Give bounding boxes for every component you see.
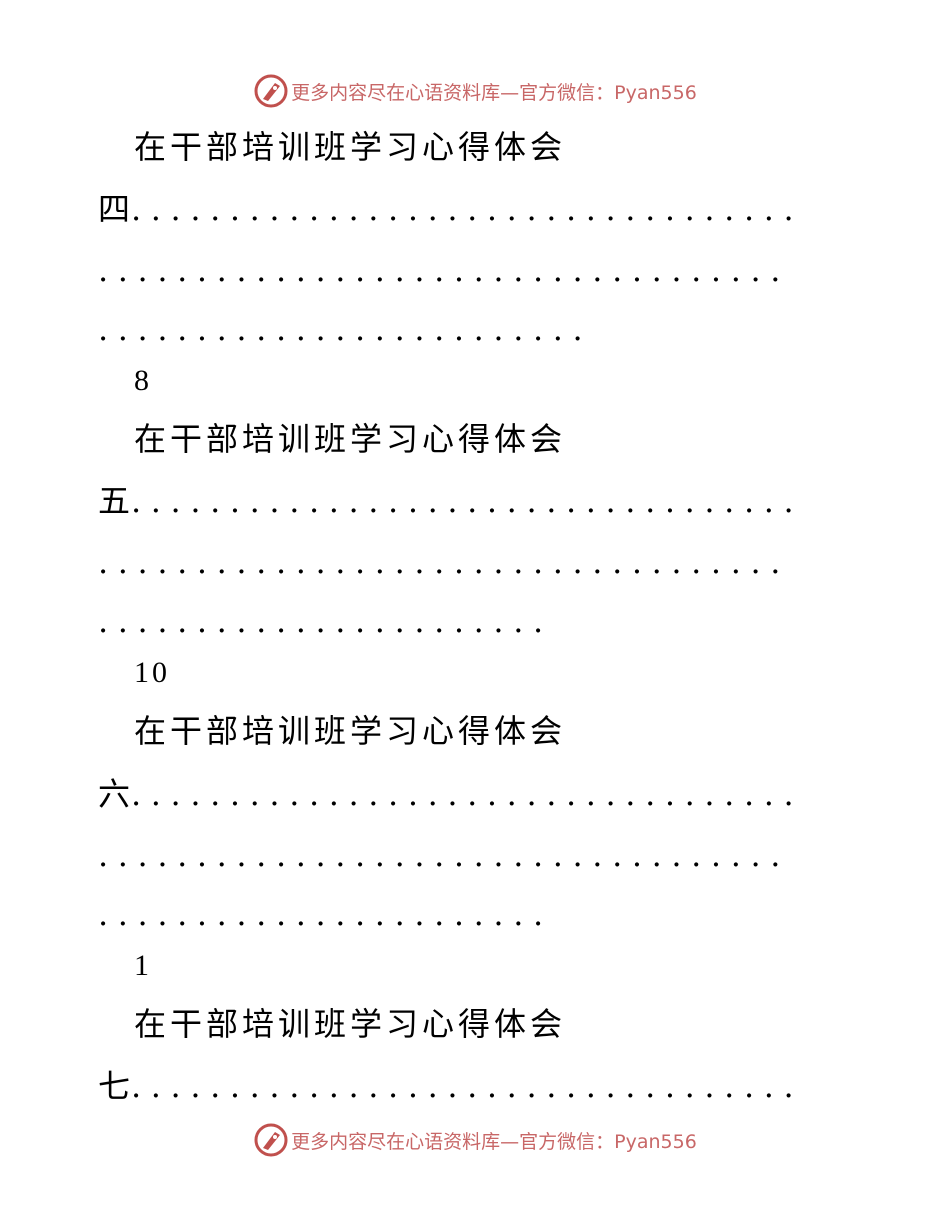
entry-prefix: 五 xyxy=(98,482,132,520)
entry-prefix: 四 xyxy=(98,190,132,228)
toc-dots-line: ................................... xyxy=(98,542,790,582)
toc-dots-line: ................................... xyxy=(98,250,790,290)
footer-banner: 更多内容尽在心语资料库—官方微信：Pyan556 xyxy=(0,1120,950,1160)
entry-prefix: 七 xyxy=(98,1067,132,1105)
toc-dots-line: 六.................................. xyxy=(98,774,803,814)
leader-dots: .................................. xyxy=(131,775,804,813)
leader-dots: ................................... xyxy=(98,251,791,289)
leader-dots: .................................. xyxy=(131,190,804,228)
page-number: 10 xyxy=(134,656,170,689)
banner-text: 更多内容尽在心语资料库—官方微信：Pyan556 xyxy=(291,1130,697,1153)
entry-title: 在干部培训班学习心得体会 xyxy=(134,128,567,166)
entry-title: 在干部培训班学习心得体会 xyxy=(134,1005,567,1043)
leader-dots: ....................... xyxy=(98,895,553,933)
leader-dots: ................................... xyxy=(98,836,791,874)
entry-prefix: 六 xyxy=(98,775,132,813)
toc-dots-line: ....................... xyxy=(98,601,553,641)
toc-dots-line: ................................... xyxy=(98,835,790,875)
header-banner: 更多内容尽在心语资料库—官方微信：Pyan556 xyxy=(0,71,950,111)
pen-nib-logo-icon xyxy=(254,1123,288,1157)
entry-title: 在干部培训班学习心得体会 xyxy=(134,712,567,750)
leader-dots: ......................... xyxy=(98,310,593,348)
toc-dots-line: ....................... xyxy=(98,894,553,934)
entry-title: 在干部培训班学习心得体会 xyxy=(134,420,567,458)
leader-dots: ....................... xyxy=(98,602,553,640)
toc-dots-line: 七.................................. xyxy=(98,1066,803,1106)
leader-dots: ................................... xyxy=(98,543,791,581)
pen-nib-logo-icon xyxy=(254,74,288,108)
toc-dots-line: ......................... xyxy=(98,309,592,349)
page-number: 1 xyxy=(134,949,152,982)
leader-dots: .................................. xyxy=(131,482,804,520)
banner-text: 更多内容尽在心语资料库—官方微信：Pyan556 xyxy=(291,81,697,104)
toc-dots-line: 四.................................. xyxy=(98,189,803,229)
page-number: 8 xyxy=(134,364,152,397)
leader-dots: .................................. xyxy=(131,1067,804,1105)
toc-dots-line: 五.................................. xyxy=(98,481,803,521)
